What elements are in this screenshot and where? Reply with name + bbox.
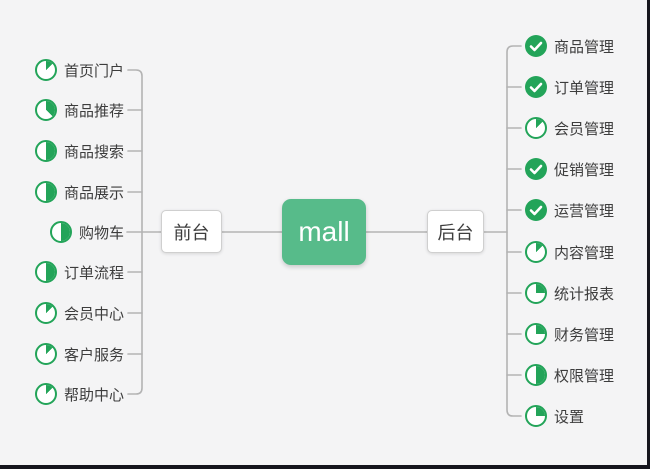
mindmap-item-label: 权限管理 — [554, 367, 615, 385]
mindmap-item-label: 订单管理 — [554, 79, 615, 97]
mindmap-item[interactable]: 客户服务 — [34, 342, 124, 366]
task-progress-pie-icon — [34, 59, 57, 81]
mindmap-item[interactable]: 财务管理 — [525, 322, 614, 346]
task-progress-pie-icon — [525, 241, 547, 263]
branch-node-backend-label: 后台 — [437, 222, 474, 243]
task-done-check-icon — [525, 199, 547, 221]
mindmap-item-label: 运营管理 — [554, 202, 615, 220]
task-progress-pie-icon — [34, 261, 57, 283]
mindmap-item[interactable]: 内容管理 — [525, 240, 614, 264]
mindmap-item-label: 促销管理 — [554, 161, 615, 179]
mindmap-item-label: 商品搜索 — [63, 143, 124, 161]
mindmap-item-label: 商品推荐 — [63, 102, 124, 120]
mindmap-item-label: 帮助中心 — [63, 386, 124, 404]
branch-node-backend[interactable]: 后台 — [427, 210, 484, 253]
mindmap-item[interactable]: 运营管理 — [525, 198, 614, 222]
task-progress-pie-icon — [525, 405, 547, 427]
root-node[interactable]: mall — [282, 199, 366, 265]
task-progress-pie-icon — [525, 323, 547, 345]
task-done-check-icon — [525, 35, 547, 57]
task-progress-pie-icon — [34, 343, 57, 365]
mindmap-item[interactable]: 帮助中心 — [34, 382, 124, 406]
branch-node-frontend[interactable]: 前台 — [161, 210, 222, 253]
mindmap-item-label: 订单流程 — [63, 264, 124, 282]
screenshot-edge-right — [647, 0, 650, 469]
mindmap-item[interactable]: 会员管理 — [525, 116, 614, 140]
task-done-check-icon — [525, 76, 547, 98]
branch-node-frontend-label: 前台 — [173, 222, 210, 243]
task-progress-pie-icon — [34, 181, 57, 203]
mindmap-item[interactable]: 商品展示 — [34, 180, 124, 204]
task-progress-pie-icon — [525, 117, 547, 139]
mindmap-item-label: 客户服务 — [63, 346, 124, 364]
mindmap-item-label: 会员管理 — [554, 120, 615, 138]
mindmap-item[interactable]: 订单流程 — [34, 260, 124, 284]
mindmap-item-label: 内容管理 — [554, 244, 615, 262]
task-progress-pie-icon — [34, 383, 57, 405]
mindmap-item[interactable]: 权限管理 — [525, 363, 614, 387]
mindmap-item-label: 购物车 — [78, 224, 124, 242]
mindmap-item[interactable]: 设置 — [525, 404, 584, 428]
mindmap-item[interactable]: 首页门户 — [34, 58, 124, 82]
mindmap-item[interactable]: 购物车 — [49, 220, 124, 244]
mindmap-item[interactable]: 订单管理 — [525, 75, 614, 99]
mindmap-item-label: 会员中心 — [63, 305, 124, 323]
mindmap-item[interactable]: 会员中心 — [34, 301, 124, 325]
mindmap-item[interactable]: 商品推荐 — [34, 98, 124, 122]
task-progress-pie-icon — [34, 99, 57, 121]
mindmap-item-label: 商品展示 — [63, 184, 124, 202]
mindmap-item-label: 财务管理 — [554, 326, 615, 344]
screenshot-edge-bottom — [0, 465, 650, 469]
mindmap-item[interactable]: 商品管理 — [525, 34, 614, 58]
mindmap-item-label: 设置 — [554, 408, 585, 426]
task-done-check-icon — [525, 158, 547, 180]
task-progress-pie-icon — [34, 140, 57, 162]
mindmap-item[interactable]: 促销管理 — [525, 157, 614, 181]
task-progress-pie-icon — [525, 364, 547, 386]
mindmap-item-label: 统计报表 — [554, 285, 615, 303]
mindmap-item[interactable]: 商品搜索 — [34, 139, 124, 163]
task-progress-pie-icon — [525, 282, 547, 304]
mindmap-item[interactable]: 统计报表 — [525, 281, 614, 305]
task-progress-pie-icon — [49, 221, 72, 243]
mindmap-item-label: 商品管理 — [554, 38, 615, 56]
root-node-label: mall — [298, 216, 350, 247]
mindmap-item-label: 首页门户 — [63, 62, 124, 80]
task-progress-pie-icon — [34, 302, 57, 324]
